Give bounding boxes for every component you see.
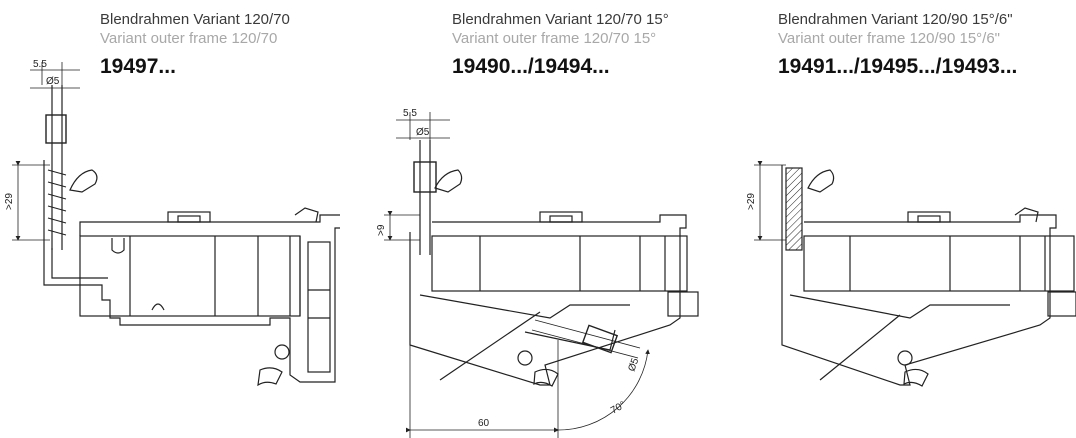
title-english: Variant outer frame 120/70 15°: [452, 30, 657, 47]
dim-offset: 60: [478, 418, 490, 429]
dim-height: >29: [4, 193, 15, 210]
panel-variant-120-90-15: >29 Blendrahmen Variant 120/90 15°/6" Va…: [720, 0, 1076, 438]
dim-diameter: Ø5: [46, 76, 60, 87]
dim-angle: 70°: [609, 400, 628, 417]
dim-diameter: Ø5: [416, 127, 430, 138]
panel-variant-120-70: 5.5 Ø5 >29 Blendrahmen Variant 120/70 Va…: [0, 0, 340, 438]
panel-header: Blendrahmen Variant 120/90 15°/6" Varian…: [778, 10, 1017, 80]
title-german: Blendrahmen Variant 120/70 15°: [452, 11, 669, 28]
section-drawing-120-70: 5.5 Ø5 >29: [4, 59, 340, 387]
title-german: Blendrahmen Variant 120/90 15°/6": [778, 11, 1013, 28]
title-german: Blendrahmen Variant 120/70: [100, 11, 290, 28]
dim-height: >9: [376, 224, 387, 236]
article-number: 19491.../19495.../19493...: [778, 55, 1018, 78]
title-english: Variant outer frame 120/90 15°/6": [778, 30, 1001, 47]
section-drawing-120-70-15: 5.5 Ø5 >9 Ø5 60 70°: [376, 108, 699, 438]
article-number: 19490.../19494...: [452, 55, 610, 78]
dim-width: 5.5: [33, 59, 47, 70]
title-english: Variant outer frame 120/70: [100, 30, 278, 47]
dim-width: 5.5: [403, 108, 417, 119]
section-drawing-120-90-15: >29: [746, 161, 1076, 387]
dim-height: >29: [746, 193, 757, 210]
dim-drill-diameter: Ø5: [626, 356, 641, 373]
panel-header: Blendrahmen Variant 120/70 Variant outer…: [100, 10, 290, 80]
panel-header: Blendrahmen Variant 120/70 15° Variant o…: [452, 10, 669, 80]
panel-variant-120-70-15: 5.5 Ø5 >9 Ø5 60 70° Blendrahmen Variant …: [340, 0, 720, 438]
article-number: 19497...: [100, 55, 176, 78]
